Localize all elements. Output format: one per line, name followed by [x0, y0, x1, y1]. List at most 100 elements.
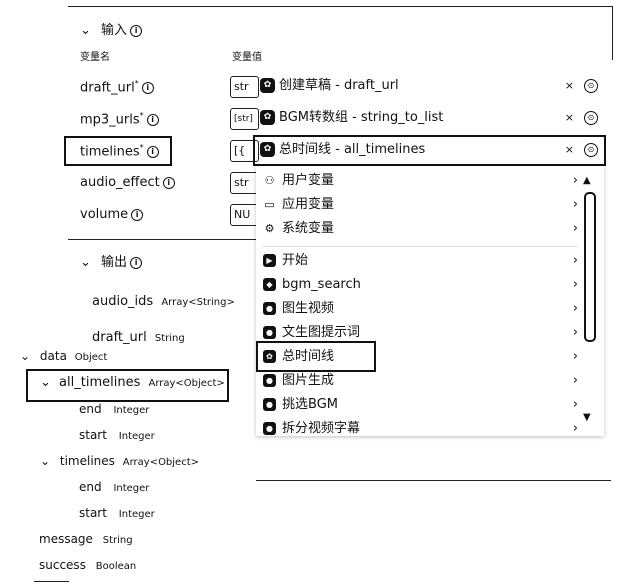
code-node-icon: ✿	[263, 350, 276, 363]
col-name-header: 变量名	[80, 52, 110, 63]
folder-icon: ▭	[264, 198, 275, 211]
clear-icon[interactable]: ×	[564, 79, 574, 92]
tree-node-all-timelines[interactable]: ⌄ all_timelines Array<Object>	[40, 375, 225, 390]
variable-picker-menu[interactable]: ⚇ 用户变量 › ▭ 应用变量 › ⚙ 系统变量 › ▶ 开始 › ◆ bgm_…	[256, 166, 604, 436]
chevron-down-icon[interactable]: ⌄	[40, 454, 51, 468]
type-badge: Integer	[118, 431, 155, 442]
chevron-down-icon[interactable]: ⌄	[80, 23, 91, 38]
tree-node-success: success Boolean	[39, 558, 137, 572]
info-icon[interactable]: i	[162, 177, 175, 189]
type-badge: Object	[74, 352, 108, 363]
variable-picker-icon[interactable]: ⊙	[584, 111, 598, 125]
clear-icon[interactable]: ×	[564, 143, 574, 156]
timelines-type-select[interactable]: [{	[230, 140, 259, 162]
scroll-down-arrow-icon[interactable]: ▼	[583, 412, 591, 423]
menu-item-app-variables[interactable]: ▭ 应用变量 ›	[256, 193, 584, 217]
video-node-icon: ●	[263, 302, 276, 315]
type-badge: Array<Object>	[122, 457, 200, 468]
variable-picker-icon[interactable]: ⊙	[584, 143, 598, 157]
type-badge: Array<Object>	[148, 378, 225, 389]
timeline-node-icon: ✿	[260, 142, 275, 157]
section-divider	[68, 239, 256, 240]
timelines-highlight-box	[64, 136, 172, 166]
menu-item-bgm-search[interactable]: ◆ bgm_search ›	[256, 273, 584, 297]
top-border	[68, 6, 613, 7]
clear-icon[interactable]: ×	[564, 111, 574, 124]
info-icon[interactable]: i	[146, 146, 159, 159]
mp3-urls-reference-select[interactable]: ✿ BGM转数组 - string_to_list × ⊙	[257, 106, 602, 130]
audio-effect-type-select[interactable]: str	[230, 172, 259, 194]
output-draft-url: draft_url String	[92, 330, 185, 345]
timelines-reference-select[interactable]: ✿ 总时间线 - all_timelines × ⊙	[257, 138, 602, 162]
volume-type-select[interactable]: NU	[230, 204, 259, 226]
tree-node-message: message String	[39, 532, 133, 546]
chevron-down-icon[interactable]: ⌄	[20, 349, 31, 363]
info-icon[interactable]: i	[130, 257, 143, 269]
info-icon[interactable]: i	[146, 114, 159, 127]
tree-node-data[interactable]: ⌄ data Object	[20, 349, 108, 363]
chevron-right-icon: ›	[572, 301, 578, 316]
chevron-right-icon: ›	[572, 349, 578, 364]
start-node-icon: ▶	[263, 254, 276, 267]
menu-item-image-generation[interactable]: ● 图片生成 ›	[256, 369, 584, 393]
output-audio-ids: audio_ids Array<String>	[92, 294, 235, 309]
menu-item-system-variables[interactable]: ⚙ 系统变量 ›	[256, 217, 584, 241]
chevron-right-icon: ›	[572, 421, 578, 436]
tree-node-tl-end: end Integer	[79, 480, 150, 494]
mp3-urls-type-select[interactable]: [str]	[230, 108, 259, 130]
menu-item-pick-bgm[interactable]: ● 挑选BGM ›	[256, 393, 584, 417]
right-border	[612, 6, 613, 60]
chevron-right-icon: ›	[572, 397, 578, 412]
menu-scrollbar-thumb[interactable]	[584, 192, 596, 342]
info-icon[interactable]: i	[131, 209, 144, 221]
type-badge: String	[102, 535, 133, 546]
gear-icon: ⚙	[264, 222, 275, 235]
bgm-node-icon: ✿	[260, 110, 275, 125]
image-node-icon: ●	[263, 374, 276, 387]
chevron-right-icon: ›	[572, 277, 578, 292]
chevron-down-icon[interactable]: ⌄	[80, 255, 91, 270]
plugin-icon: ◆	[263, 278, 276, 291]
param-draft-url-label: draft_url*i	[80, 80, 154, 95]
menu-item-start[interactable]: ▶ 开始 ›	[256, 249, 584, 273]
draft-url-type-select[interactable]: str	[230, 76, 259, 98]
chevron-right-icon: ›	[572, 253, 578, 268]
menu-separator	[262, 246, 578, 247]
pick-node-icon: ●	[263, 398, 276, 411]
tree-node-timelines[interactable]: ⌄ timelines Array<Object>	[40, 454, 200, 468]
timelines-reference-highlight-box	[253, 135, 606, 166]
chevron-right-icon: ›	[572, 373, 578, 388]
chevron-right-icon: ›	[572, 221, 578, 236]
draft-url-reference-select[interactable]: ✿ 创建草稿 - draft_url × ⊙	[257, 74, 602, 98]
split-node-icon: ●	[263, 422, 276, 435]
chevron-right-icon: ›	[572, 325, 578, 340]
scroll-up-arrow-icon[interactable]: ▲	[583, 175, 591, 186]
type-badge: Integer	[113, 483, 150, 494]
info-icon[interactable]: i	[141, 82, 154, 95]
menu-item-total-timeline[interactable]: ✿ 总时间线 ›	[256, 345, 584, 369]
info-icon[interactable]: i	[130, 25, 143, 37]
param-mp3-urls-label: mp3_urls*i	[80, 112, 159, 127]
menu-item-split-subtitles[interactable]: ● 拆分视频字幕 ›	[256, 417, 584, 436]
col-value-header: 变量值	[232, 52, 262, 63]
variable-picker-icon[interactable]: ⊙	[584, 79, 598, 93]
tree-node-all-end: end Integer	[79, 402, 150, 416]
total-timeline-highlight-box	[256, 341, 376, 372]
menu-item-user-variables[interactable]: ⚇ 用户变量 ›	[256, 169, 584, 193]
menu-item-image-to-video[interactable]: ● 图生视频 ›	[256, 297, 584, 321]
output-section-title: 输出	[101, 255, 128, 270]
prompt-node-icon: ●	[263, 326, 276, 339]
type-badge: Integer	[118, 509, 155, 520]
param-timelines-label: timelines*i	[80, 144, 159, 159]
menu-item-text-to-image-prompt[interactable]: ● 文生图提示词 ›	[256, 321, 584, 345]
type-badge: Integer	[113, 405, 150, 416]
type-badge: Boolean	[95, 561, 137, 572]
chevron-down-icon[interactable]: ⌄	[40, 375, 51, 390]
all-timelines-highlight-box	[26, 369, 229, 402]
type-badge: Array<String>	[161, 297, 235, 308]
tree-node-all-start: start Integer	[79, 428, 155, 442]
